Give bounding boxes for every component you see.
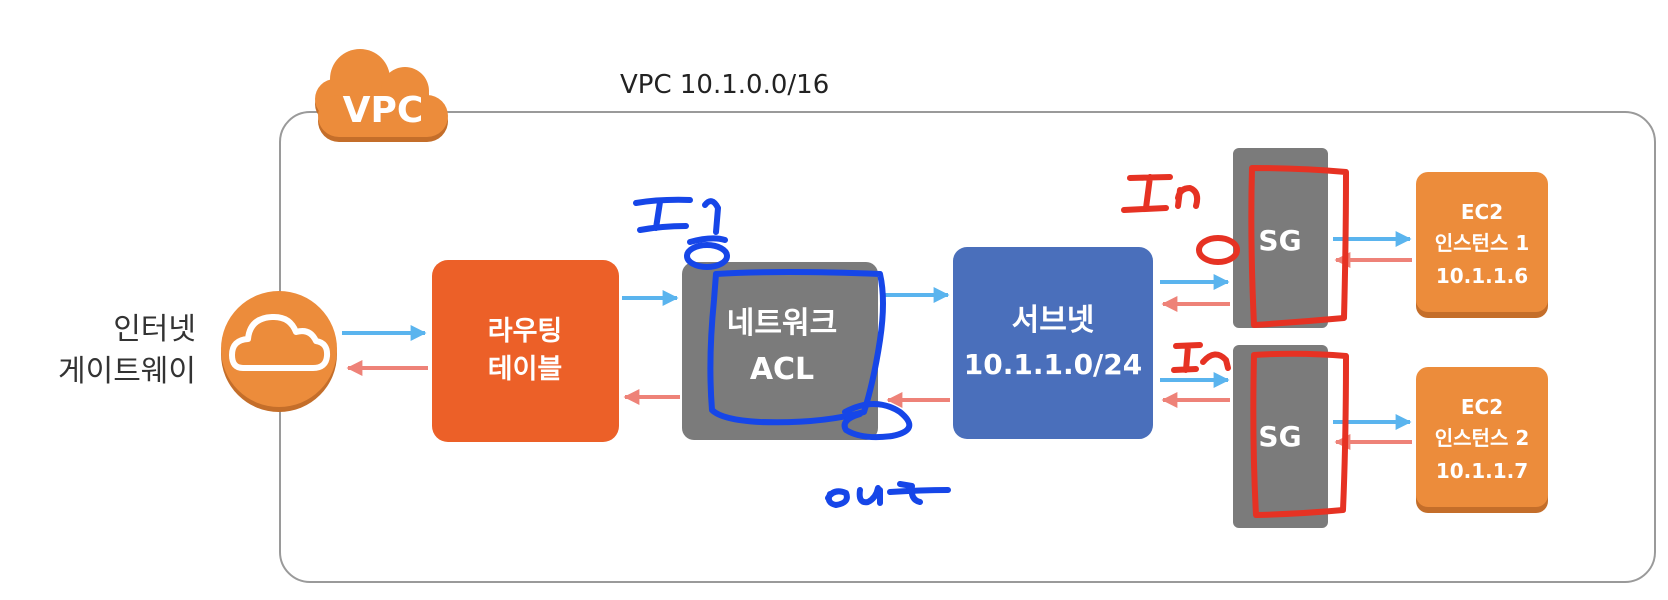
vpc-cidr-label: VPC 10.1.0.0/16	[620, 70, 829, 100]
vpc-cloud-badge: VPC	[315, 49, 448, 142]
security-group-2-label: SG	[1258, 420, 1301, 453]
security-group-1	[1233, 148, 1328, 328]
red-scribble-dot	[1196, 235, 1240, 265]
blue-scribble-in	[633, 196, 728, 245]
ec2-instance-1-line3: 10.1.1.6	[1436, 264, 1528, 288]
red-scribble-in-top	[1121, 174, 1201, 213]
subnet-label-line2: 10.1.1.0/24	[964, 348, 1143, 381]
network-acl-label-line1: 네트워크	[727, 306, 837, 341]
ec2-instance-1-line2: 인스턴스 1	[1435, 231, 1529, 255]
ec2-instance-1-line1: EC2	[1461, 200, 1503, 224]
handwritten-blue-annotations	[633, 196, 951, 508]
subnet-box	[953, 247, 1153, 439]
route-table-label-line2: 테이블	[488, 354, 563, 385]
ec2-instance-2-line1: EC2	[1461, 395, 1503, 419]
handwritten-red-annotations	[1121, 165, 1349, 518]
blue-scribble-out	[825, 481, 951, 508]
vpc-badge-label: VPC	[343, 90, 424, 131]
ec2-instance-2-line2: 인스턴스 2	[1435, 426, 1529, 450]
ec2-instance-1: EC2 인스턴스 1 10.1.1.6	[1416, 172, 1548, 318]
internet-gateway-icon	[221, 291, 337, 412]
ec2-instance-2: EC2 인스턴스 2 10.1.1.7	[1416, 367, 1548, 513]
internet-gateway-label-line2: 게이트웨이	[58, 354, 196, 389]
network-acl-box	[682, 262, 878, 440]
blue-acl-outline	[707, 269, 886, 426]
internet-gateway-label-line1: 인터넷	[113, 312, 196, 347]
security-group-1-label: SG	[1258, 224, 1301, 257]
subnet-label-line1: 서브넷	[1012, 303, 1095, 338]
route-table-box	[432, 260, 619, 442]
route-table-label-line1: 라우팅	[488, 316, 563, 347]
blue-scribble-dot	[684, 242, 730, 270]
ec2-instance-2-line3: 10.1.1.7	[1436, 459, 1528, 483]
blue-scribble-loop	[841, 401, 913, 441]
red-sg1-outline	[1248, 165, 1349, 328]
red-scribble-in-bottom	[1171, 342, 1231, 373]
network-acl-label-line2: ACL	[750, 352, 814, 387]
red-sg2-outline	[1250, 350, 1349, 518]
